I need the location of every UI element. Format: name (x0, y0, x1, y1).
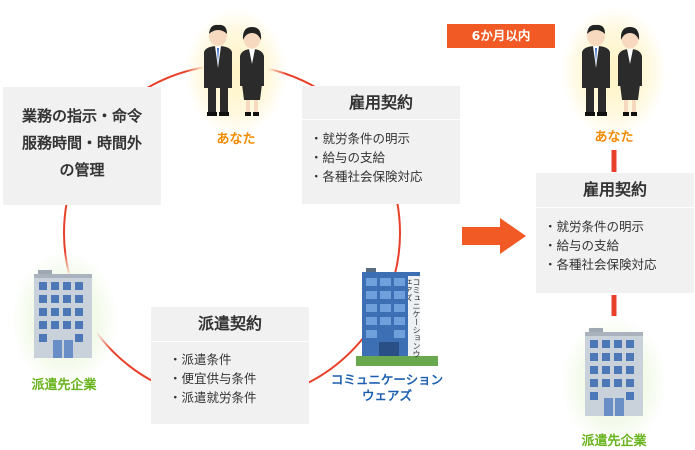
you-label-right: あなた (594, 130, 634, 145)
client-building-icon (34, 270, 92, 358)
people-glow-right (562, 8, 666, 136)
list-item: 各種社会保険対応 (544, 255, 694, 274)
divider (536, 207, 694, 208)
direction-line-2: 服務時間・時間外 (21, 134, 142, 152)
arrow-right-icon (462, 218, 526, 254)
employment-contract-box-right: 雇用契約 就労条件の明示 給与の支給 各種社会保険対応 (536, 173, 694, 293)
divider (151, 341, 309, 342)
dispatch-contract-list: 派遣条件 便宜供与条件 派遣就労条件 (151, 342, 309, 407)
list-item: 給与の支給 (544, 236, 694, 255)
dispatch-contract-box: 派遣契約 派遣条件 便宜供与条件 派遣就労条件 (151, 307, 309, 424)
people-icon (582, 24, 642, 116)
people-icon (204, 24, 264, 116)
direction-line-3: の管理 (59, 161, 105, 179)
list-item: 便宜供与条件 (169, 369, 309, 388)
list-item: 就労条件の明示 (310, 129, 460, 148)
company-label-line-1: コミュニケーション (330, 372, 444, 387)
period-badge: 6か月以内 (447, 24, 555, 48)
list-item: 就労条件の明示 (544, 217, 694, 236)
employment-contract-title-right: 雇用契約 (582, 180, 647, 199)
divider (302, 119, 460, 120)
list-item: 派遣条件 (169, 350, 309, 369)
dispatch-contract-title: 派遣契約 (197, 314, 262, 333)
client-building-icon-right (585, 328, 643, 416)
company-label-line-2: ウェアズ (361, 388, 412, 403)
list-item: 給与の支給 (310, 148, 460, 167)
you-label: あなた (216, 132, 256, 147)
direction-box: 業務の指示・命令 服務時間・時間外 の管理 (3, 87, 161, 205)
employment-contract-title: 雇用契約 (348, 93, 413, 112)
list-item: 各種社会保険対応 (310, 167, 460, 186)
building-sign: コミュニケーションウェアズ (408, 278, 420, 358)
employment-contract-list-right: 就労条件の明示 給与の支給 各種社会保険対応 (536, 208, 694, 274)
client-label: 派遣先企業 (31, 378, 97, 393)
employment-contract-box: 雇用契約 就労条件の明示 給与の支給 各種社会保険対応 (302, 86, 460, 204)
company-label: コミュニケーション ウェアズ (322, 372, 452, 404)
employment-contract-list: 就労条件の明示 給与の支給 各種社会保険対応 (302, 120, 460, 186)
people-glow (186, 10, 286, 135)
direction-line-1: 業務の指示・命令 (21, 107, 142, 125)
client-label-right: 派遣先企業 (581, 434, 647, 449)
company-building-icon (356, 268, 438, 366)
list-item: 派遣就労条件 (169, 388, 309, 407)
